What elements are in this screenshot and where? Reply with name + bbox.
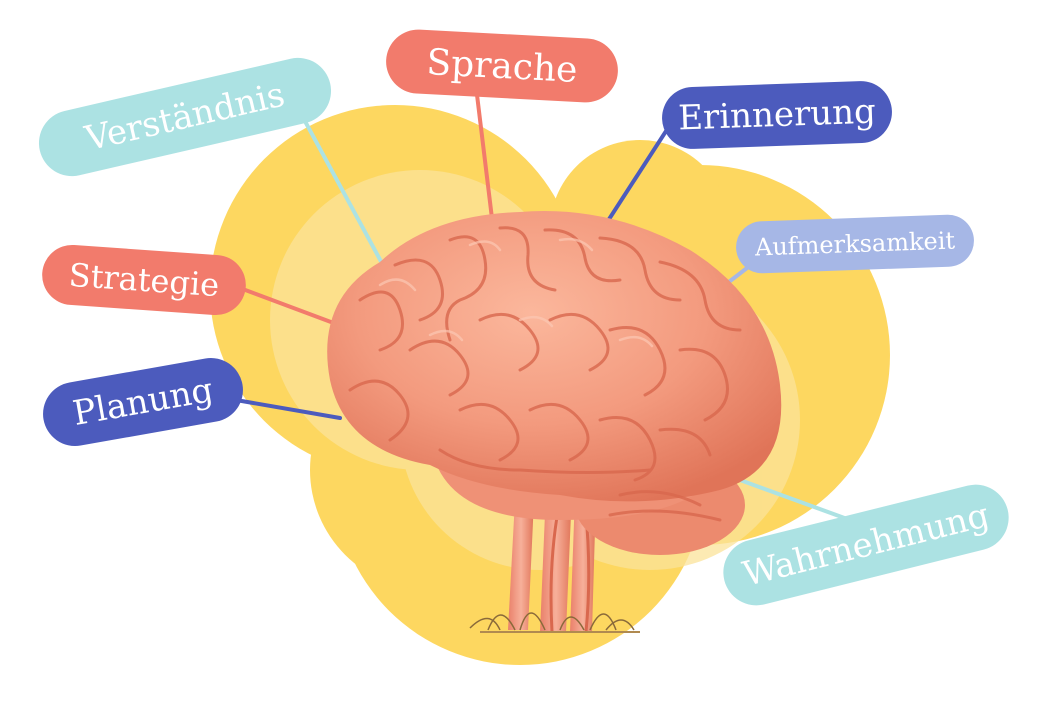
connector-verstaendnis [298, 110, 392, 280]
brain-illustration [327, 211, 782, 555]
connector-wahrnehmung [738, 478, 852, 522]
label-sprache: Sprache [384, 27, 620, 105]
label-aufmerksamkeit: Aufmerksamkeit [735, 213, 975, 275]
grass-base [469, 612, 640, 633]
label-erinnerung: Erinnerung [660, 80, 894, 150]
connector-planung [234, 398, 342, 420]
